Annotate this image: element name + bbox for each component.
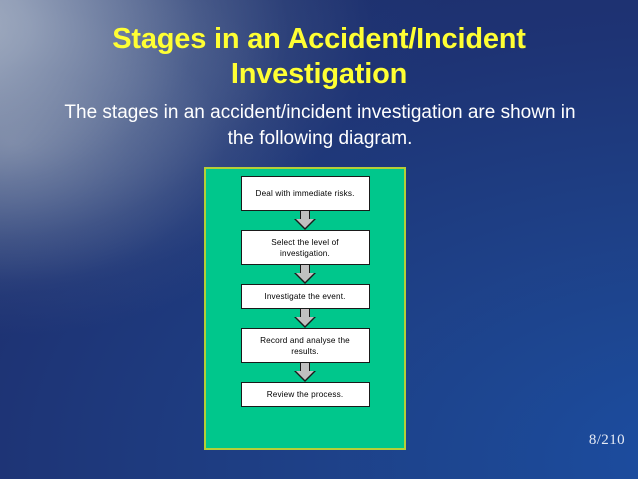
flowchart-step-2: Select the level of investigation. [240,230,370,265]
flowchart-step-5: Review the process. [240,382,370,407]
flowchart-arrow-2-to-3 [294,265,316,284]
page-number: 8/210 [588,432,625,448]
flowchart-arrow-3-to-4 [294,309,316,328]
flowchart-step-3: Investigate the event. [240,284,370,309]
flowchart-arrow-4-to-5 [294,363,316,382]
slide-title-line-2: Investigation [230,58,408,90]
flowchart-panel: Deal with immediate risks. Select the le… [204,167,406,450]
slide-title-line-1: Stages in an Accident/Incident [112,23,526,55]
flowchart-step-1: Deal with immediate risks. [240,176,370,211]
slide-title: Stages in an Accident/Incident Investiga… [52,22,586,92]
flowchart-step-4: Record and analyse the results. [240,328,370,363]
flowchart-arrow-1-to-2 [294,211,316,230]
slide-subtitle: The stages in an accident/incident inves… [64,102,576,149]
flowchart: Deal with immediate risks. Select the le… [206,169,404,448]
